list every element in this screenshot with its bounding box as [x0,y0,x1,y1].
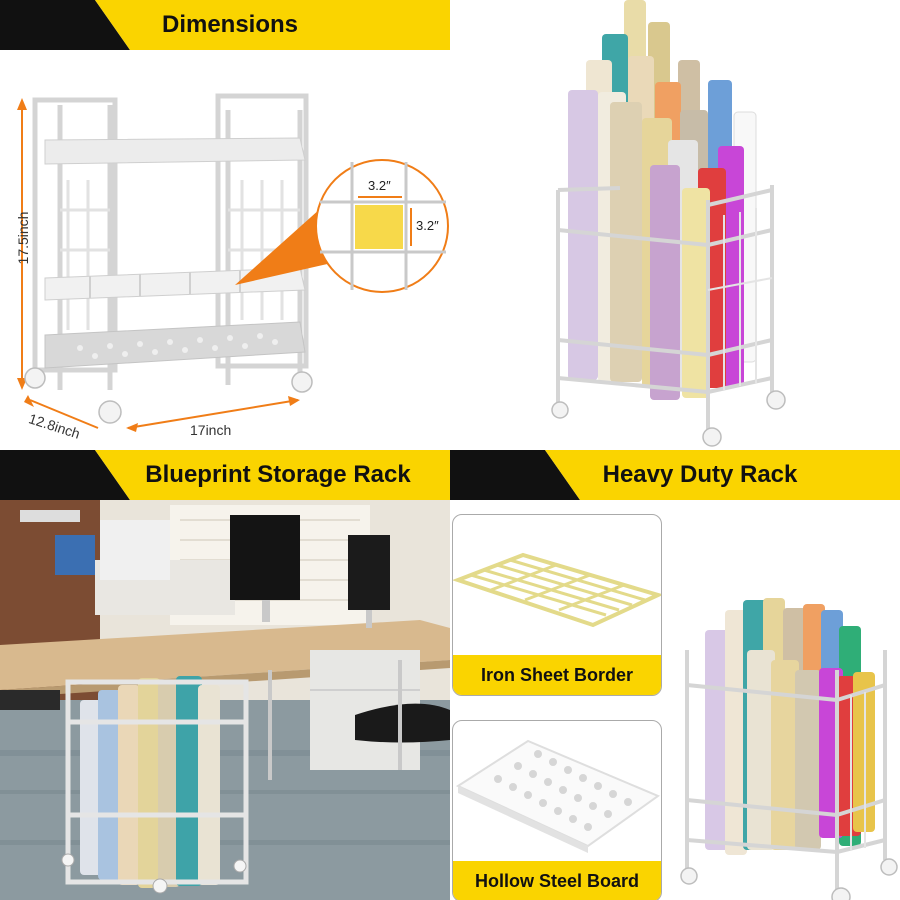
height-label: 17.5inch [15,211,31,265]
rack-dimension-drawing [17,93,449,432]
grid-height-label: 3.2″ [416,218,439,233]
width-label: 17inch [190,422,232,438]
product-rolls-panel [450,0,900,450]
dimensions-banner-title: Dimensions [161,11,299,38]
heavy-duty-banner-title: Heavy Duty Rack [602,461,798,488]
office-blueprint-rack-image [0,500,450,900]
office-banner-bg [0,450,450,500]
heavy-duty-panel: Heavy Duty Rack Iron Sheet Border [450,450,900,900]
dimensions-banner-bg [0,0,450,50]
hollow-steel-board-image [455,739,661,853]
office-banner-title: Blueprint Storage Rack [145,461,411,488]
hollow-steel-board-card: Hollow Steel Board [452,720,662,900]
rack-with-wrapping-rolls-image [551,0,786,447]
grid-width-label: 3.2″ [368,178,391,193]
dimensions-panel: Dimensions [0,0,450,450]
iron-sheet-border-image [453,552,661,628]
office-scene-panel: Blueprint Storage Rack [0,450,450,900]
hollow-steel-board-label: Hollow Steel Board [453,861,661,900]
iron-sheet-border-label: Iron Sheet Border [453,655,661,695]
heavy-duty-banner-bg [450,450,900,500]
heavy-duty-rack-image [680,598,898,900]
iron-sheet-border-card: Iron Sheet Border [452,514,662,696]
